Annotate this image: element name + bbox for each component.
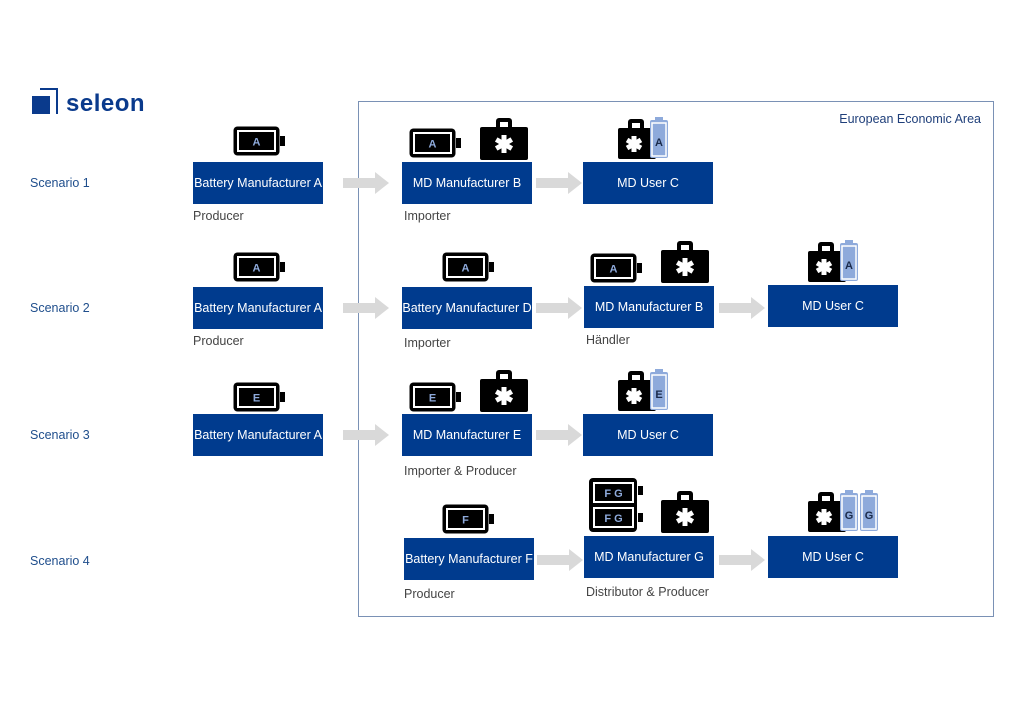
flow-arrow-icon	[536, 172, 582, 194]
region-label: European Economic Area	[839, 112, 981, 126]
svg-text:F: F	[462, 515, 469, 527]
node-label: MD Manufacturer G	[594, 549, 704, 564]
node-box: MD User C	[583, 162, 713, 204]
svg-text:A: A	[655, 137, 663, 149]
node-label: Battery Manufacturer A	[194, 300, 322, 315]
flow-arrow-icon	[343, 172, 389, 194]
node-box: MD User C	[768, 285, 898, 327]
svg-text:G: G	[845, 510, 854, 522]
node-box: Battery Manufacturer F	[404, 538, 534, 580]
node-label: MD Manufacturer B	[412, 175, 522, 190]
node-label: Battery Manufacturer A	[194, 427, 322, 442]
node-box: Battery Manufacturer D	[402, 287, 532, 329]
node-box: Battery Manufacturer A	[193, 287, 323, 329]
svg-text:A: A	[610, 264, 618, 276]
node-label: MD User C	[802, 298, 864, 313]
european-economic-area-region: European Economic Area	[358, 101, 994, 617]
medical-case-with-battery-icon: A	[618, 116, 686, 160]
medical-case-with-battery-icon: E	[618, 368, 686, 412]
scenario-4-label: Scenario 4	[30, 554, 90, 568]
node-label: MD Manufacturer E	[412, 427, 522, 442]
node-box: MD Manufacturer B	[584, 286, 714, 328]
flow-arrow-icon	[536, 297, 582, 319]
node-role: Producer	[193, 209, 244, 223]
svg-text:F G: F G	[604, 488, 622, 500]
svg-text:A: A	[462, 263, 470, 275]
medical-case-with-batteries-icon: G G	[808, 489, 898, 533]
flow-arrow-icon	[537, 549, 583, 571]
logo-text: seleon	[66, 90, 146, 117]
node-role: Händler	[586, 333, 630, 347]
flow-arrow-icon	[719, 549, 765, 571]
flow-arrow-icon	[343, 424, 389, 446]
node-role: Producer	[404, 587, 455, 601]
seleon-logo: seleon	[32, 88, 152, 118]
node-label: MD Manufacturer B	[594, 299, 704, 314]
node-role: Importer & Producer	[404, 464, 517, 478]
medical-case-icon	[480, 117, 528, 161]
battery-icon: A	[232, 251, 286, 283]
node-box: MD User C	[583, 414, 713, 456]
svg-text:E: E	[655, 389, 662, 401]
battery-pack-icon: F G F G	[588, 477, 644, 533]
svg-text:E: E	[253, 393, 260, 405]
svg-text:A: A	[845, 260, 853, 272]
node-box: MD Manufacturer B	[402, 162, 532, 204]
scenario-1-label: Scenario 1	[30, 176, 90, 190]
node-role: Distributor & Producer	[586, 585, 709, 599]
node-box: Battery Manufacturer A	[193, 162, 323, 204]
medical-case-icon	[480, 369, 528, 413]
battery-icon: A	[408, 127, 462, 159]
battery-icon: F	[441, 503, 495, 535]
node-box: MD Manufacturer E	[402, 414, 532, 456]
node-label: MD User C	[617, 427, 679, 442]
svg-text:E: E	[429, 393, 436, 405]
medical-case-icon	[661, 490, 709, 534]
battery-icon: A	[232, 125, 286, 157]
node-label: Battery Manufacturer F	[405, 551, 533, 566]
flow-arrow-icon	[343, 297, 389, 319]
battery-icon: A	[441, 251, 495, 283]
node-label: MD User C	[802, 549, 864, 564]
scenario-2-label: Scenario 2	[30, 301, 90, 315]
node-box: MD User C	[768, 536, 898, 578]
node-role: Importer	[404, 336, 451, 350]
svg-text:A: A	[253, 137, 261, 149]
scenario-3-label: Scenario 3	[30, 428, 90, 442]
svg-text:A: A	[253, 263, 261, 275]
node-label: Battery Manufacturer A	[194, 175, 322, 190]
node-role: Importer	[404, 209, 451, 223]
node-role: Producer	[193, 334, 244, 348]
battery-icon: E	[232, 381, 286, 413]
node-label: MD User C	[617, 175, 679, 190]
svg-text:F G: F G	[604, 513, 622, 525]
battery-icon: A	[589, 252, 643, 284]
node-label: Battery Manufacturer D	[402, 300, 532, 315]
logo-mark-icon	[32, 88, 58, 114]
battery-icon: E	[408, 381, 462, 413]
node-box: Battery Manufacturer A	[193, 414, 323, 456]
medical-case-with-battery-icon: A	[808, 239, 876, 283]
flow-arrow-icon	[536, 424, 582, 446]
medical-case-icon	[661, 240, 709, 284]
svg-text:G: G	[865, 510, 874, 522]
flow-arrow-icon	[719, 297, 765, 319]
svg-text:A: A	[429, 139, 437, 151]
node-box: MD Manufacturer G	[584, 536, 714, 578]
